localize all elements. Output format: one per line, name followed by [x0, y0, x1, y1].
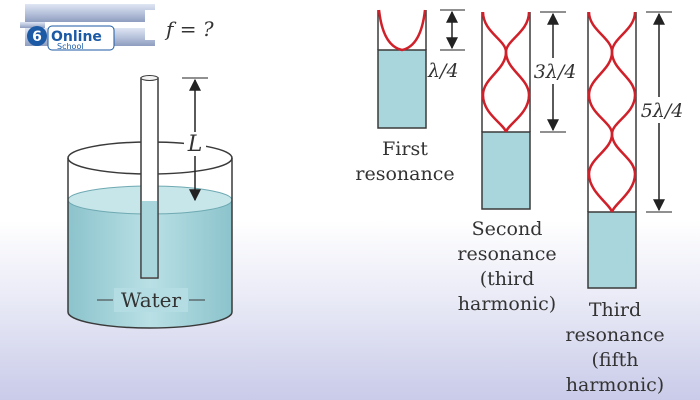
water-label: Water: [121, 288, 182, 312]
third-resonance-caption-line4: harmonic): [566, 374, 664, 396]
svg-text:6: 6: [32, 29, 42, 45]
second-resonance-length-label: 3λ/4: [534, 61, 577, 83]
second-resonance-caption-line4: harmonic): [458, 293, 556, 315]
third-resonance-tube: [587, 11, 637, 289]
third-resonance-caption-line1: Third: [589, 299, 641, 321]
logo-badge-icon: [27, 26, 47, 46]
logo-subtitle: School: [57, 42, 84, 51]
second-resonance-caption-line2: resonance: [457, 243, 556, 265]
tube-length-label: L: [187, 132, 203, 157]
online-school-logo: 6 Online School: [20, 4, 165, 51]
second-resonance-tube: [481, 11, 531, 210]
third-resonance-caption-line3: (fifth: [592, 349, 639, 371]
second-resonance-caption-line3: (third: [480, 268, 535, 290]
third-resonance-caption-line2: resonance: [565, 324, 664, 346]
logo-name: Online: [51, 29, 102, 45]
first-resonance-caption-line2: resonance: [355, 163, 454, 185]
resonance-tube: [140, 75, 159, 279]
second-resonance-caption-line1: Second: [472, 218, 543, 240]
first-resonance-caption-line1: First: [382, 138, 428, 160]
frequency-label: f = ?: [164, 17, 214, 41]
third-resonance-length-label: 5λ/4: [641, 100, 684, 122]
first-resonance-tube: [377, 9, 427, 129]
first-resonance-length-label: λ/4: [427, 60, 459, 82]
